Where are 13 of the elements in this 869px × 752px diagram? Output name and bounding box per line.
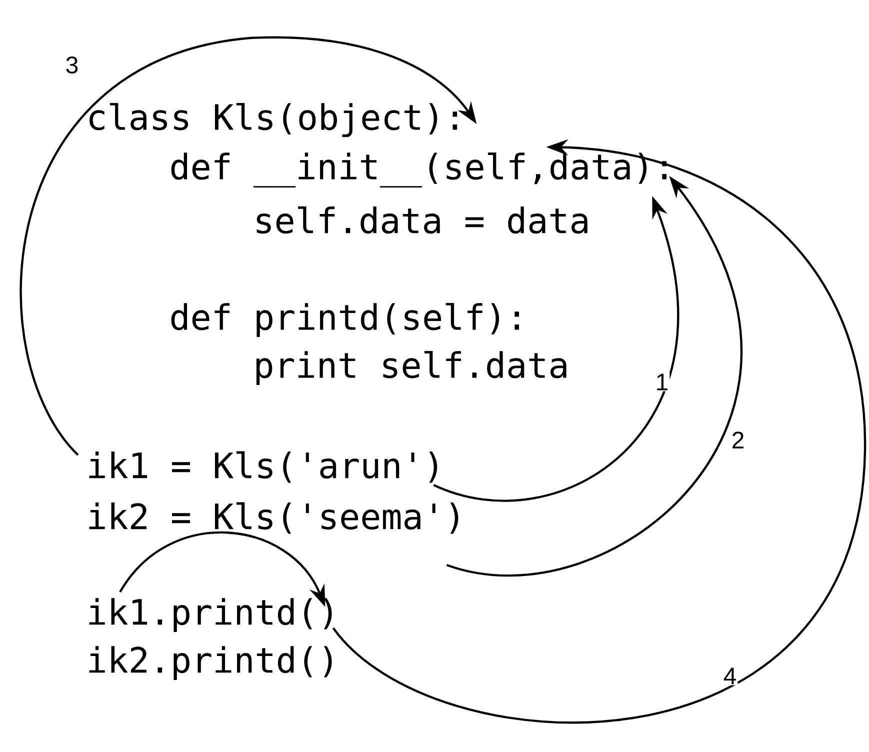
edge-label: 4 <box>722 666 738 686</box>
edge-label: 2 <box>730 430 746 450</box>
code-line: def __init__(self,data): <box>171 152 666 188</box>
code-line: ik2.printd() <box>89 646 332 680</box>
edge-label: 3 <box>64 56 80 74</box>
code-line: ik2 = Kls('seema') <box>89 502 458 534</box>
code-line: def printd(self): <box>171 302 519 338</box>
edge-label: 1 <box>654 372 670 392</box>
code-line: self.data = data <box>256 206 588 234</box>
code-line: class Kls(object): <box>90 102 458 138</box>
code-line: ik1 = Kls('arun') <box>89 451 438 483</box>
code-line: ik1.printd() <box>89 598 332 632</box>
code-line: print self.data <box>256 350 566 386</box>
